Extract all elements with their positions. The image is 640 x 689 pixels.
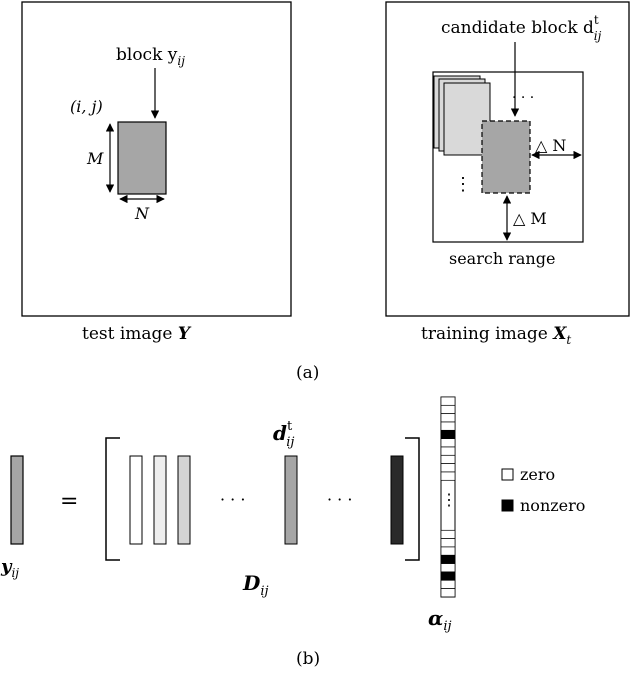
horizontal-dots: · · ·	[512, 90, 534, 106]
test-image-panel: block yij (i, j) M N test image Y	[21, 1, 292, 344]
alpha-dots: ⋮	[441, 490, 457, 509]
y-vector-label: yij	[0, 556, 19, 580]
left-bracket	[105, 437, 120, 561]
legend: zero nonzero	[501, 465, 585, 515]
panel-a-label: (a)	[296, 363, 319, 383]
alpha-nonzero-cell	[440, 571, 456, 581]
alpha-zero-cell	[440, 396, 456, 406]
dictionary-column	[177, 455, 191, 545]
alpha-zero-cell	[440, 563, 456, 573]
search-range-label: search range	[449, 249, 555, 268]
legend-nonzero-swatch	[501, 499, 514, 512]
dictionary-column	[390, 455, 404, 545]
test-image-frame	[21, 1, 292, 317]
alpha-label: αij	[428, 606, 452, 634]
alpha-zero-cell	[440, 588, 456, 598]
alpha-zero-cell	[440, 579, 456, 589]
test-block	[117, 121, 167, 195]
right-bracket	[405, 437, 420, 561]
alpha-zero-cell	[440, 404, 456, 415]
alpha-vector: ⋮	[440, 396, 457, 598]
panel-b-label: (b)	[296, 649, 320, 669]
delta-m-label: △ M	[513, 209, 547, 228]
alpha-zero-cell	[440, 538, 456, 548]
height-m-label: M	[86, 149, 104, 168]
legend-nonzero-label: nonzero	[520, 496, 585, 515]
alpha-zero-cell	[440, 546, 456, 556]
y-vector	[10, 455, 24, 545]
alpha-zero-cell	[440, 463, 456, 473]
dictionary-D-label: Dij	[242, 571, 269, 599]
legend-zero-label: zero	[520, 465, 555, 484]
alpha-zero-cell	[440, 454, 456, 464]
vertical-dots: ⋮	[454, 174, 472, 195]
test-image-caption: test image Y	[82, 324, 192, 344]
dots-right: · · ·	[327, 490, 352, 509]
search-range-box	[432, 71, 584, 243]
alpha-nonzero-cell	[440, 554, 456, 564]
alpha-zero-cell	[440, 413, 456, 423]
alpha-nonzero-cell	[440, 429, 456, 440]
legend-zero-swatch	[501, 468, 514, 481]
width-n-label: N	[134, 204, 150, 223]
alpha-zero-cell	[440, 471, 456, 481]
alpha-zero-cell	[440, 421, 456, 431]
equals-sign: =	[60, 489, 78, 514]
dictionary-column	[129, 455, 143, 545]
training-image-frame	[385, 1, 630, 317]
candidate-block	[481, 120, 531, 194]
alpha-zero-cell	[440, 529, 456, 539]
dictionary-column	[153, 455, 167, 545]
position-ij-label: (i, j)	[70, 97, 103, 116]
alpha-zero-cell	[440, 438, 456, 448]
dictionary-column-dt	[284, 455, 298, 545]
block-y-label: block yij	[116, 45, 185, 68]
delta-n-label: △ N	[535, 136, 566, 155]
dots-left: · · ·	[220, 490, 245, 509]
alpha-zero-cell	[440, 446, 456, 456]
training-image-caption: training image Xt	[421, 324, 571, 347]
